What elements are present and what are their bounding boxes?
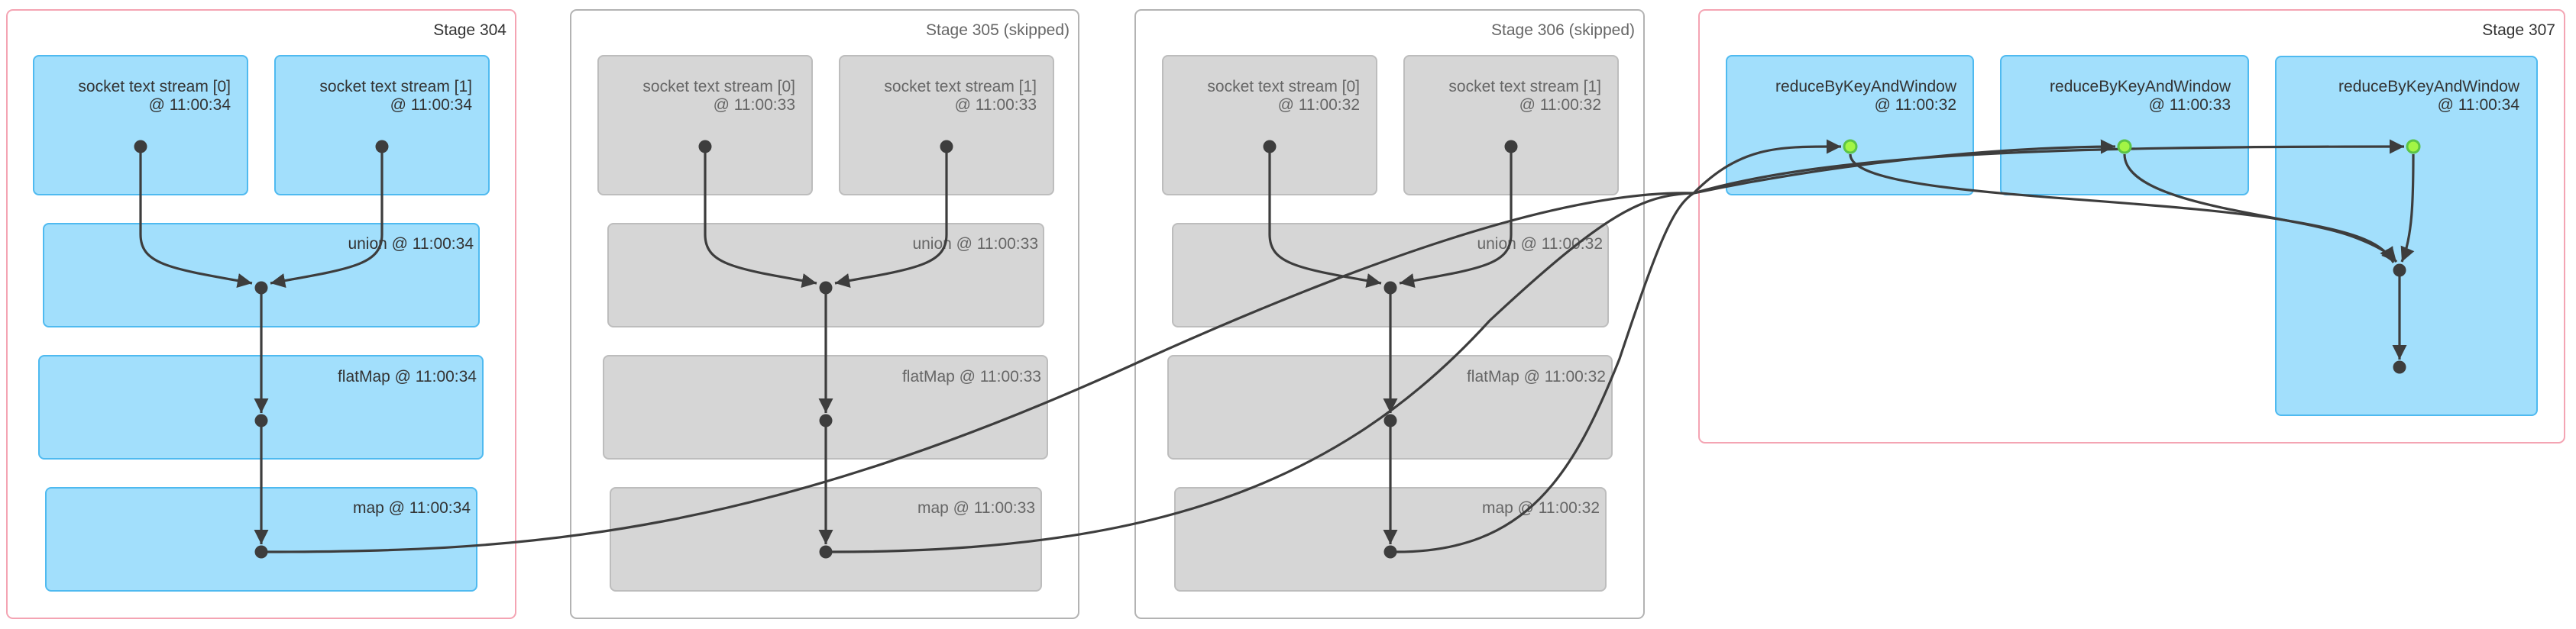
operation-label: @ 11:00:32: [1519, 96, 1601, 114]
stage-title[interactable]: Stage 307: [2482, 21, 2555, 39]
edges-layer: [139, 139, 2415, 553]
rdd-node[interactable]: [819, 281, 833, 295]
operation-box[interactable]: [1726, 55, 1974, 195]
rdd-node[interactable]: [134, 140, 147, 153]
operation-label: reduceByKeyAndWindow: [2338, 78, 2520, 95]
operation-label: flatMap @ 11:00:34: [338, 368, 477, 385]
operation-label: socket text stream [1]: [319, 78, 472, 95]
cached-rdd-node[interactable]: [2406, 139, 2421, 154]
operation-label: @ 11:00:32: [1875, 96, 1956, 114]
nodes-layer: [134, 139, 2421, 559]
operation-label: @ 11:00:33: [714, 96, 795, 114]
rdd-node[interactable]: [1263, 140, 1277, 153]
edge-stream0-union: [704, 153, 817, 289]
edge-stream1-union: [1399, 153, 1513, 289]
operation-stage-305-2[interactable]: union @ 11:00:33: [607, 223, 1044, 327]
rdd-node[interactable]: [254, 545, 268, 559]
rdd-node[interactable]: [1383, 414, 1397, 427]
operation-label: reduceByKeyAndWindow: [2050, 78, 2231, 95]
edge-reduce32-merge: [1849, 153, 2395, 263]
operation-label: @ 11:00:34: [390, 96, 473, 114]
operation-label: @ 11:00:34: [149, 96, 231, 114]
rdd-node[interactable]: [2393, 263, 2406, 277]
rdd-node[interactable]: [819, 414, 833, 427]
rdd-node[interactable]: [2393, 360, 2406, 374]
stage-title[interactable]: Stage 305 (skipped): [926, 21, 1070, 39]
operation-stage-307-0[interactable]: reduceByKeyAndWindow@ 11:00:32: [1726, 55, 1974, 195]
operation-label: map @ 11:00:32: [1482, 499, 1600, 517]
cached-rdd-node[interactable]: [2117, 139, 2132, 154]
cached-rdd-node[interactable]: [1843, 139, 1858, 154]
rdd-node[interactable]: [375, 140, 389, 153]
rdd-node[interactable]: [1383, 545, 1397, 559]
operation-label: socket text stream [1]: [1448, 78, 1601, 95]
operation-stage-307-1[interactable]: reduceByKeyAndWindow@ 11:00:33: [2000, 55, 2249, 195]
operation-label: socket text stream [1]: [884, 78, 1037, 95]
edge-reduce33-merge: [2123, 153, 2398, 263]
rdd-node[interactable]: [819, 545, 833, 559]
operation-stage-304-0[interactable]: socket text stream [0]@ 11:00:34: [33, 55, 248, 195]
operation-stage-306-1[interactable]: socket text stream [1]@ 11:00:32: [1403, 55, 1619, 195]
edge-map306-reduce32: [1396, 139, 1842, 553]
edge-reduce34-merge: [2400, 153, 2415, 263]
operation-label: union @ 11:00:34: [348, 235, 474, 253]
operation-label: @ 11:00:32: [1278, 96, 1360, 114]
operation-label: @ 11:00:33: [955, 96, 1037, 114]
edge-map305-reduce34: [831, 139, 2405, 553]
rdd-node[interactable]: [1383, 281, 1397, 295]
operation-label: map @ 11:00:33: [917, 499, 1035, 517]
operation-label: reduceByKeyAndWindow: [1775, 78, 1957, 95]
rdd-node[interactable]: [698, 140, 712, 153]
operation-stage-307-2[interactable]: reduceByKeyAndWindow@ 11:00:34: [2275, 56, 2538, 416]
stage-title[interactable]: Stage 304: [433, 21, 506, 39]
rdd-node[interactable]: [254, 414, 268, 427]
rdd-node[interactable]: [940, 140, 953, 153]
rdd-node[interactable]: [254, 281, 268, 295]
operation-label: union @ 11:00:33: [912, 235, 1038, 253]
edge-stream1-union: [270, 153, 383, 289]
operation-label: map @ 11:00:34: [353, 499, 471, 517]
edge-stream1-union: [834, 153, 948, 289]
operation-label: flatMap @ 11:00:32: [1467, 368, 1606, 385]
edge-map304-reduce33: [267, 139, 2116, 553]
rdd-node[interactable]: [1504, 140, 1518, 153]
operation-label: socket text stream [0]: [1207, 78, 1360, 95]
operation-label: @ 11:00:33: [2149, 96, 2231, 114]
operation-label: @ 11:00:34: [2438, 96, 2520, 114]
edge-stream0-union: [139, 153, 253, 289]
stage-title[interactable]: Stage 306 (skipped): [1491, 21, 1635, 39]
operation-label: flatMap @ 11:00:33: [902, 368, 1041, 385]
operation-label: socket text stream [0]: [642, 78, 795, 95]
edge-stream0-union: [1268, 153, 1382, 289]
operation-label: socket text stream [0]: [78, 78, 231, 95]
operation-box[interactable]: [2000, 55, 2249, 195]
operation-stage-305-1[interactable]: socket text stream [1]@ 11:00:33: [839, 55, 1054, 195]
